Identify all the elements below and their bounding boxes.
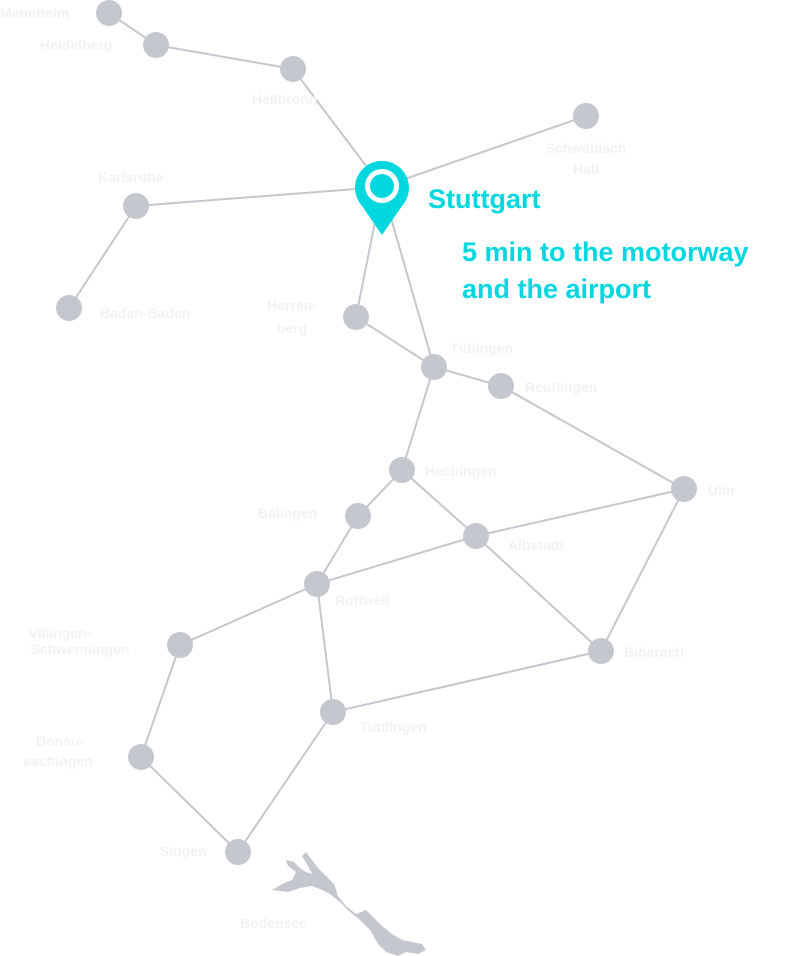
city-node-balingen [345, 503, 371, 529]
city-labels: MannheimHeidelbergHeilbronnSchwäbischHal… [0, 5, 734, 859]
city-label-albstadt: Albstadt [508, 537, 564, 553]
city-label-herrenberg: Herren- [267, 297, 317, 313]
connection-stuttgart-karlsruhe [135, 186, 383, 207]
connection-tuttlingen-biberach [332, 650, 602, 713]
city-node-tuebingen [421, 354, 447, 380]
connection-rottweil-tuttlingen [316, 583, 334, 713]
city-node-biberach [588, 638, 614, 664]
city-node-donau [128, 744, 154, 770]
city-label-reutlingen: Reutlingen [525, 379, 597, 395]
city-label-baden: Baden-Baden [100, 305, 190, 321]
city-node-ulm [671, 476, 697, 502]
city-node-villingen [167, 632, 193, 658]
tagline-line-2: and the airport [462, 274, 652, 304]
connection-villingen-donau [140, 644, 181, 758]
connection-reutlingen-ulm [500, 385, 685, 490]
connection-hechingen-albstadt [401, 469, 477, 537]
connections [68, 12, 685, 853]
lake-bodensee-shape [272, 852, 426, 956]
city-label-hall: Schwäbisch [546, 140, 627, 156]
connection-singen-tuttlingen [237, 711, 334, 853]
city-label-heidelberg: Heidelberg [40, 37, 112, 53]
city-label-villingen: Schwenningen [31, 641, 130, 657]
connection-rottweil-albstadt [316, 535, 477, 585]
connection-donau-singen [140, 756, 239, 853]
connection-ulm-biberach [600, 488, 685, 652]
connection-stuttgart-hall [381, 115, 587, 188]
connection-albstadt-ulm [475, 488, 685, 537]
city-node-hechingen [389, 457, 415, 483]
city-label-balingen: Balingen [258, 505, 317, 521]
city-node-singen [225, 839, 251, 865]
city-node-reutlingen [488, 373, 514, 399]
city-label-singen: Singen [160, 843, 207, 859]
connection-tuebingen-hechingen [401, 366, 435, 471]
city-label-donau: Donau- [36, 733, 85, 749]
lake-label: Bodensee [240, 915, 307, 931]
city-node-heilbronn [280, 56, 306, 82]
city-label-tuttlingen: Tuttlingen [360, 719, 427, 735]
city-node-heidelberg [143, 32, 169, 58]
city-node-herrenberg [343, 304, 369, 330]
city-node-hall [573, 103, 599, 129]
connection-heidelberg-heilbronn [155, 44, 294, 70]
connection-rottweil-villingen [179, 583, 318, 646]
tagline-line-1: 5 min to the motorway [462, 237, 749, 267]
city-node-mannheim [96, 0, 122, 26]
city-node-tuttlingen [320, 699, 346, 725]
city-label-herrenberg: berg [277, 320, 307, 336]
city-label-hechingen: Hechingen [425, 463, 497, 479]
city-label-karlsruhe: Karlsruhe [98, 169, 164, 185]
city-label-mannheim: Mannheim [0, 5, 69, 21]
city-label-rottweil: Rottweil [335, 592, 389, 608]
city-node-rottweil [304, 571, 330, 597]
connection-karlsruhe-baden [68, 205, 137, 309]
highlight-tagline: 5 min to the motorway and the airport [462, 234, 749, 308]
city-label-villingen: Villingen- [29, 625, 92, 641]
city-label-donau: eschingen [23, 753, 92, 769]
city-node-baden [56, 295, 82, 321]
city-label-biberach: Biberach [624, 644, 684, 660]
city-label-tuebingen: Tübingen [450, 340, 513, 356]
connection-balingen-rottweil [316, 515, 359, 585]
city-node-karlsruhe [123, 193, 149, 219]
highlight-city-name: Stuttgart [428, 184, 541, 214]
city-node-albstadt [463, 523, 489, 549]
city-label-ulm: Ulm [708, 482, 734, 498]
connection-albstadt-biberach [475, 535, 602, 652]
city-label-hall: Hall [573, 161, 599, 177]
city-nodes [56, 0, 697, 865]
city-label-heilbronn: Heilbronn [252, 91, 317, 107]
connection-herrenberg-tuebingen [355, 316, 435, 368]
map-pin-icon [355, 160, 409, 235]
